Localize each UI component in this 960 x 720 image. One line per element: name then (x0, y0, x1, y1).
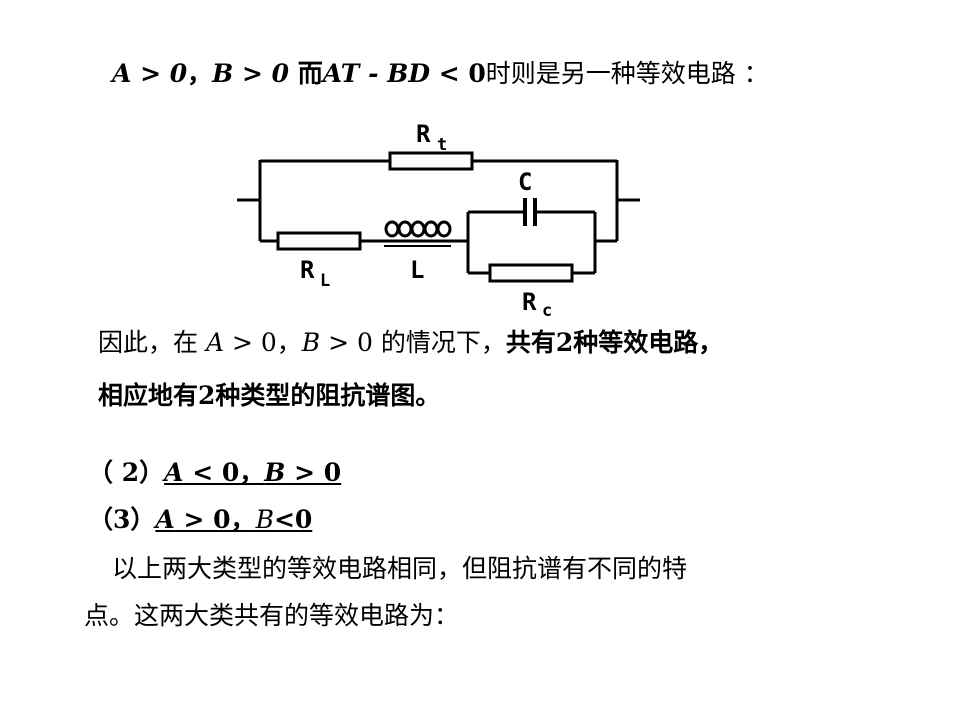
heading-expression: AT - BD (322, 59, 431, 88)
conclusion-a-symbol: A (205, 328, 225, 357)
resistor-rl-subscript: L (320, 271, 330, 291)
case-2-b-operator: > 0 (285, 458, 342, 487)
conclusion-emphasis: 共有2种等效电路， (505, 328, 724, 357)
heading-connector: 而 (289, 59, 323, 88)
case-2-b-symbol: B (264, 458, 286, 487)
inductor-l (384, 220, 452, 247)
case-3-label: （3） (88, 505, 156, 534)
heading-line: A > 0，B > 0 而AT - BD < 0时则是另一种等效电路 ： (112, 58, 769, 90)
capacitor-c-label: C (518, 168, 532, 196)
heading-expression-tail: < 0 (430, 59, 486, 88)
resistor-rt-label: R (416, 120, 431, 148)
case-3-condition: A > 0，B<0 (155, 505, 312, 534)
case-3-a-operator: > 0， (174, 505, 256, 534)
resistor-rt-subscript: t (437, 135, 447, 155)
conclusion-a-operator: > 0， (224, 328, 302, 357)
inductor-l-label: L (410, 256, 424, 284)
case-2-condition: A < 0，B > 0 (164, 458, 341, 487)
conclusion-line-2: 相应地有2种类型的阻抗谱图。 (98, 381, 441, 410)
case-2-line: （ 2）A < 0，B > 0 (88, 457, 341, 489)
summary-line-2: 点。这两大类共有的等效电路为： (84, 601, 460, 630)
resistor-rl (276, 231, 362, 251)
resistor-rc (488, 263, 574, 283)
case-3-b-operator: <0 (273, 505, 313, 534)
conclusion-b-symbol: B (301, 328, 321, 357)
capacitor-c (523, 198, 537, 226)
case-3-b-symbol: B (255, 505, 274, 534)
resistor-rl-label: R (300, 256, 315, 284)
case-3-line: （3）A > 0，B<0 (88, 504, 312, 536)
heading-separator: ， (187, 59, 213, 88)
case-2-label: （ 2） (88, 458, 165, 487)
conclusion-line-1: 因此，在 A > 0，B > 0 的情况下，共有2种等效电路， (98, 327, 723, 359)
case-2-a-symbol: A (164, 458, 184, 487)
case-3-a-symbol: A (155, 505, 175, 534)
conclusion-b-operator: > 0 的情况下， (320, 328, 506, 357)
heading-tail: 时则是另一种等效电路 ： (485, 59, 769, 88)
heading-a-condition: A > 0 (112, 59, 188, 88)
heading-b-condition: B > 0 (212, 59, 290, 88)
summary-line-1: 以上两大类型的等效电路相同，但阻抗谱有不同的特 (112, 554, 688, 583)
resistor-rc-subscript: c (542, 301, 552, 321)
conclusion-prefix: 因此，在 (98, 328, 206, 357)
resistor-rc-label: R (522, 288, 537, 316)
resistor-rt (388, 151, 474, 171)
case-2-a-operator: < 0， (183, 458, 265, 487)
